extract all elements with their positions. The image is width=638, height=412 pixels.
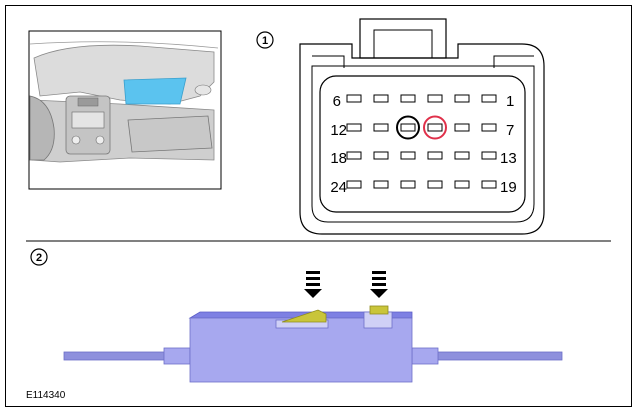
callout-1: 1	[256, 31, 274, 49]
hvac-knob-right	[95, 135, 105, 145]
figure-id: E114340	[26, 390, 66, 401]
pin-slot	[454, 151, 470, 160]
pin-slot	[346, 94, 362, 103]
wire-boot-left	[163, 347, 191, 365]
pin-slot	[481, 123, 497, 132]
pin-slots	[346, 94, 497, 189]
pin-slot	[427, 180, 443, 189]
callout-1-label: 1	[262, 35, 268, 47]
pin-label-1: 1	[506, 93, 514, 110]
locking-tab	[359, 18, 447, 59]
pin-slot	[454, 180, 470, 189]
pin-slot	[373, 180, 389, 189]
pin-slot	[454, 94, 470, 103]
pin-slot	[481, 94, 497, 103]
pin-slot	[427, 123, 443, 132]
pin-slot	[400, 151, 416, 160]
connector-housing	[299, 43, 545, 235]
windscreen-edge	[29, 41, 219, 49]
right-vent	[194, 84, 212, 96]
pin-label-24: 24	[330, 179, 347, 196]
center-vent	[77, 97, 99, 107]
pin-label-12: 12	[330, 122, 347, 139]
glovebox	[127, 115, 213, 153]
pin-slot	[427, 151, 443, 160]
pin-label-18: 18	[330, 150, 347, 167]
figure-frame	[5, 5, 632, 407]
pin-slot	[481, 151, 497, 160]
pushbutton-cap	[369, 305, 389, 315]
pin-field	[319, 75, 526, 213]
highlight-ring	[423, 115, 447, 140]
pin-label-19: 19	[500, 179, 517, 196]
callout-2: 2	[30, 248, 48, 266]
locking-tab-inner	[373, 29, 433, 59]
pin-slot	[400, 123, 416, 132]
steering-wheel	[29, 95, 55, 161]
pin-slot	[373, 94, 389, 103]
pin-slot	[454, 123, 470, 132]
dashed-down-arrow-icon	[304, 271, 322, 298]
pin-slot	[346, 180, 362, 189]
hvac-knob-left	[71, 135, 81, 145]
pin-slot	[346, 123, 362, 132]
highlight-ring	[396, 115, 420, 140]
dashed-down-arrow-icon	[370, 271, 388, 298]
housing-shoulder-left	[312, 55, 345, 68]
dashboard-location-view	[28, 30, 222, 190]
pin-label-6: 6	[333, 93, 341, 110]
switch-side-view	[63, 271, 563, 383]
radio-unit	[71, 111, 105, 129]
highlighted-pin-rings	[396, 115, 447, 140]
wire-boot-right	[411, 347, 439, 365]
housing-inner-wall	[311, 65, 535, 223]
connector-face: 6 1 12 7 18 13 24 19	[299, 18, 545, 235]
pin-slot	[373, 151, 389, 160]
module-location-highlight	[123, 77, 187, 105]
pin-label-13: 13	[500, 150, 517, 167]
pin-slot	[427, 94, 443, 103]
pin-label-7: 7	[506, 122, 514, 139]
callout-2-label: 2	[36, 252, 42, 264]
pin-slot	[400, 94, 416, 103]
pin-slot	[373, 123, 389, 132]
pin-slot	[481, 180, 497, 189]
rocker-actuator	[281, 309, 327, 323]
housing-shoulder-right	[493, 55, 534, 68]
pin-slot	[400, 180, 416, 189]
pin-slot	[346, 151, 362, 160]
